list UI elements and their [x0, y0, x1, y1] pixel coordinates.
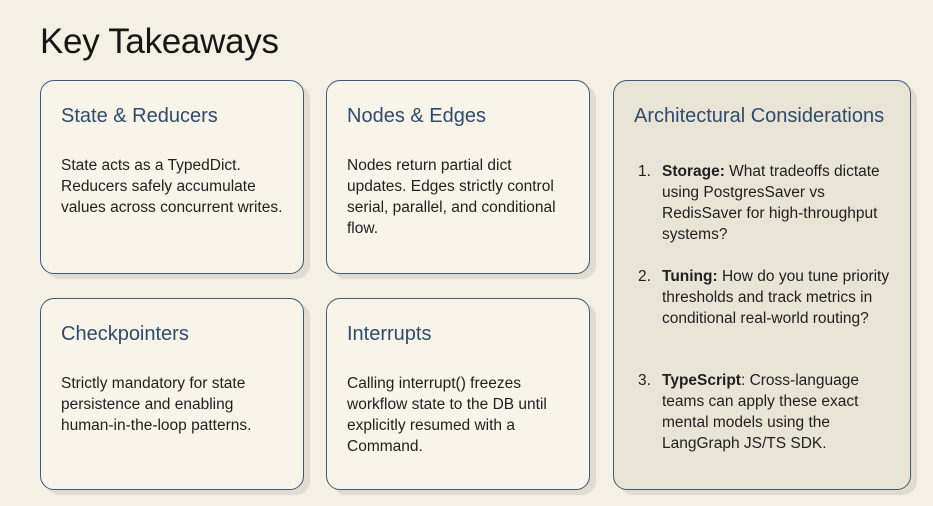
item-text: How do you tune priority thresholds and … [662, 268, 890, 327]
page-title: Key Takeaways [40, 22, 279, 61]
item-text: What tradeoffs dictate using PostgresSav… [662, 163, 880, 243]
card-title: Nodes & Edges [347, 105, 486, 127]
card-architectural-considerations: Architectural Considerations 1. Storage:… [613, 80, 911, 490]
card-checkpointers: Checkpointers Strictly mandatory for sta… [40, 298, 304, 490]
list-number: 1. [638, 163, 651, 180]
card-body: Strictly mandatory for state persistence… [61, 375, 252, 434]
list-number: 3. [638, 372, 651, 389]
card-nodes-edges: Nodes & Edges Nodes return partial dict … [326, 80, 590, 274]
consideration-item-typescript: 3. TypeScript: Cross-language teams can … [638, 370, 898, 454]
consideration-item-tuning: 2. Tuning: How do you tune priority thre… [638, 266, 898, 329]
card-title: State & Reducers [61, 105, 218, 127]
card-interrupts: Interrupts Calling interrupt() freezes w… [326, 298, 590, 490]
card-title: Interrupts [347, 323, 432, 345]
item-label: Tuning: [662, 268, 718, 285]
card-state-reducers: State & Reducers State acts as a TypedDi… [40, 80, 304, 274]
card-body: Nodes return partial dict updates. Edges… [347, 157, 556, 237]
list-number: 2. [638, 268, 651, 285]
item-text: : Cross-language teams can apply these e… [662, 372, 859, 452]
card-body: Calling interrupt() freezes workflow sta… [347, 375, 547, 455]
item-label: TypeScript [662, 372, 741, 389]
card-title: Checkpointers [61, 323, 189, 345]
item-label: Storage: [662, 163, 725, 180]
consideration-item-storage: 1. Storage: What tradeoffs dictate using… [638, 161, 898, 245]
card-body: State acts as a TypedDict. Reducers safe… [61, 157, 283, 216]
card-title: Architectural Considerations [634, 105, 885, 127]
